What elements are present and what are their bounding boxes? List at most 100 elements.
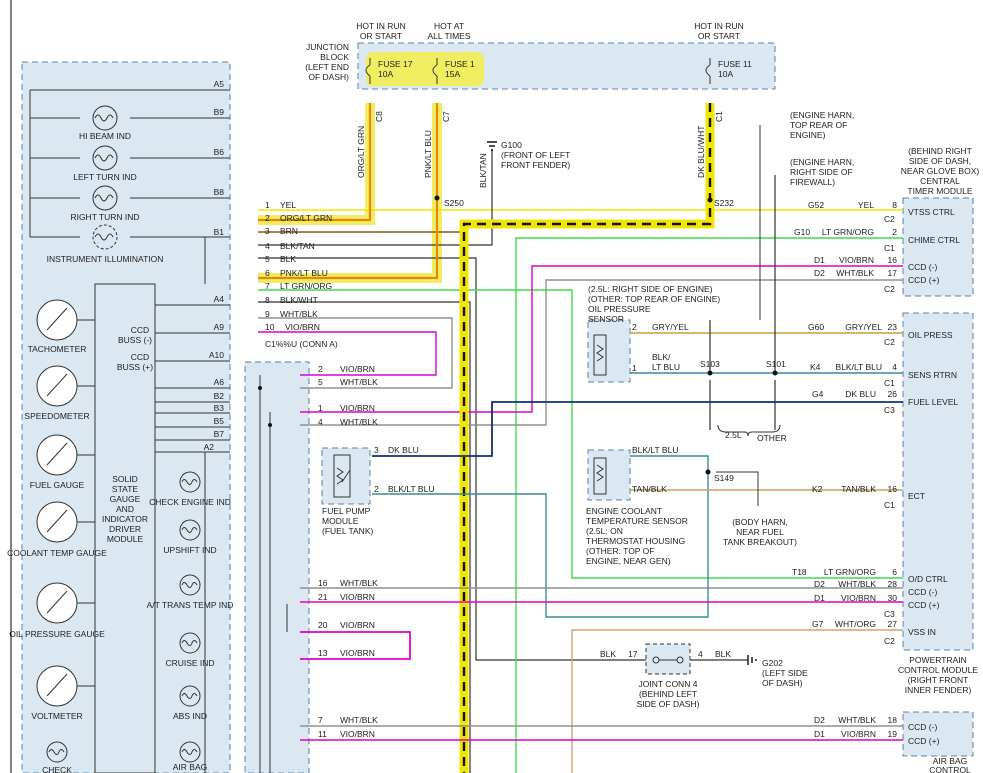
oil-sensor-icon xyxy=(593,334,607,376)
gauge-icon xyxy=(36,365,78,407)
conn-b-pin: 7 xyxy=(318,715,323,725)
gauge-label: COOLANT TEMP GAUGE xyxy=(7,548,107,558)
gauge-icon xyxy=(36,582,78,624)
conn-b-color: WHT/BLK xyxy=(340,715,378,725)
wire-vio-brn-loop xyxy=(300,631,411,660)
driver-line: MODULE xyxy=(107,534,144,544)
ctm-pin: 17 xyxy=(888,268,898,278)
junction-line3: (LEFT END xyxy=(305,62,349,72)
coolant-line: TEMPERATURE SENSOR xyxy=(586,516,688,526)
conn-a-color: BRN xyxy=(280,226,298,236)
ctm-color: LT GRN/ORG xyxy=(822,227,874,237)
lamp-icon xyxy=(92,145,118,171)
cluster-pins-right xyxy=(155,304,230,773)
pcm-title: INNER FENDER) xyxy=(905,685,972,695)
g202-label: G202 xyxy=(762,658,783,668)
joint-right-pin: 4 xyxy=(698,649,703,659)
harn-1-line: ENGINE) xyxy=(790,130,826,140)
wire-org-lt-grn xyxy=(258,103,372,222)
fuse-1-icon xyxy=(432,58,438,84)
conn-a-pin: 7 xyxy=(265,281,270,291)
hot-all-line1: HOT AT xyxy=(434,21,464,31)
pcm-func: VSS IN xyxy=(908,627,936,637)
fuse-17-icon xyxy=(365,58,371,84)
vlabel-blk-tan: BLK/TAN xyxy=(478,153,488,188)
conn-b-color: DK BLU xyxy=(388,445,419,455)
splice-s101-dot xyxy=(772,370,778,376)
airbag-title: AIR BAG xyxy=(933,756,967,766)
pcm-color: WHT/BLK xyxy=(838,579,876,589)
oil-sensor-color: GRY/YEL xyxy=(652,322,689,332)
lamp-icon xyxy=(179,574,201,596)
conn-b-color: VIO/BRN xyxy=(340,592,375,602)
conn-b-pin: 2 xyxy=(374,484,379,494)
wire-dk-blu-wht-core xyxy=(462,103,712,773)
airbag-color: WHT/BLK xyxy=(838,715,876,725)
wire-blk-lt-blu-pump xyxy=(372,455,709,618)
fuse-11-name: FUSE 11 xyxy=(718,59,752,69)
gauge-icon xyxy=(36,665,78,707)
connector-b-bus xyxy=(259,375,288,773)
airbag-circuit: D2 xyxy=(814,715,825,725)
coolant-wire-color: TAN/BLK xyxy=(632,484,667,494)
pcm-pin: 4 xyxy=(892,362,897,372)
ccd-bus-minus-1: CCD xyxy=(131,325,149,335)
fuse-highlight xyxy=(366,52,484,86)
conn-a-pin: 5 xyxy=(265,254,270,264)
ctm-title: TIMER MODULE xyxy=(907,186,973,196)
hot-run-1-line1: HOT IN RUN xyxy=(356,21,405,31)
gauge-leads xyxy=(77,319,95,687)
vlabel-dk-blu-wht: DK BLU/WHT xyxy=(696,126,706,178)
cluster-pin: B6 xyxy=(214,147,225,157)
cluster-pin: B5 xyxy=(214,416,225,426)
conn-b-pin: 11 xyxy=(318,729,327,739)
fuse-11-pin: C1 xyxy=(714,111,724,122)
driver-line: SOLID xyxy=(112,474,138,484)
wire-lt-grn-org xyxy=(258,289,903,579)
pcm-color: GRY/YEL xyxy=(845,322,882,332)
pcm-title: POWERTRAIN xyxy=(909,655,966,665)
conn-b-color: VIO/BRN xyxy=(340,364,375,374)
vlabel-pnk-lt-blu: PNK/LT BLU xyxy=(423,130,433,178)
lamp-label: LEFT TURN IND xyxy=(73,172,136,182)
cluster-pin: A9 xyxy=(214,322,225,332)
cluster-pin: B3 xyxy=(214,403,225,413)
harn-2-line: (ENGINE HARN, xyxy=(790,157,854,167)
g202-line: OF DASH) xyxy=(762,678,803,688)
splice-s103-dot xyxy=(707,370,713,376)
pcm-color: DK BLU xyxy=(845,389,876,399)
wire-blk-tan xyxy=(258,150,493,246)
oil-sensor-line: SENSOR xyxy=(588,314,624,324)
airbag-pin: 18 xyxy=(888,715,898,725)
driver-line: AND xyxy=(116,504,134,514)
pcm-conn: C3 xyxy=(884,609,895,619)
other-label: OTHER xyxy=(757,433,787,443)
fuel-pump-line: (FUEL TANK) xyxy=(322,526,373,536)
conn-b-color: WHT/BLK xyxy=(340,417,378,427)
joint-title: (BEHIND LEFT xyxy=(639,689,697,699)
wire-blk xyxy=(258,257,646,661)
joint-left-pin: 17 xyxy=(628,649,638,659)
conn-b-color: WHT/BLK xyxy=(340,578,378,588)
oil-sensor-line: OIL PRESSURE xyxy=(588,304,651,314)
coolant-line: THERMOSTAT HOUSING xyxy=(586,536,685,546)
conn-a-pin: 3 xyxy=(265,226,270,236)
ctm-func: CCD (+) xyxy=(908,275,940,285)
ctm-conn: C2 xyxy=(884,214,895,224)
oil-sensor-line: (2.5L: RIGHT SIDE OF ENGINE) xyxy=(588,284,713,294)
driver-line: INDICATOR xyxy=(102,514,148,524)
gauge-driver-module-box xyxy=(94,283,156,773)
conn-b-pin: 1 xyxy=(318,403,323,413)
hot-run-2-line2: OR START xyxy=(698,31,740,41)
conn-b-pin: 3 xyxy=(374,445,379,455)
lamp-icon xyxy=(179,685,201,707)
wire-wht-org-vss xyxy=(571,629,903,773)
ctm-circuit: G10 xyxy=(794,227,810,237)
g100-line3: FRONT FENDER) xyxy=(501,160,570,170)
gauge-icon xyxy=(36,501,78,543)
conn-b-pin: 13 xyxy=(318,648,328,658)
conn-a-color: LT GRN/ORG xyxy=(280,281,332,291)
junction-line2: BLOCK xyxy=(320,52,349,62)
splice-s149-dot xyxy=(705,469,711,475)
conn-a-color: PNK/LT BLU xyxy=(280,268,328,278)
